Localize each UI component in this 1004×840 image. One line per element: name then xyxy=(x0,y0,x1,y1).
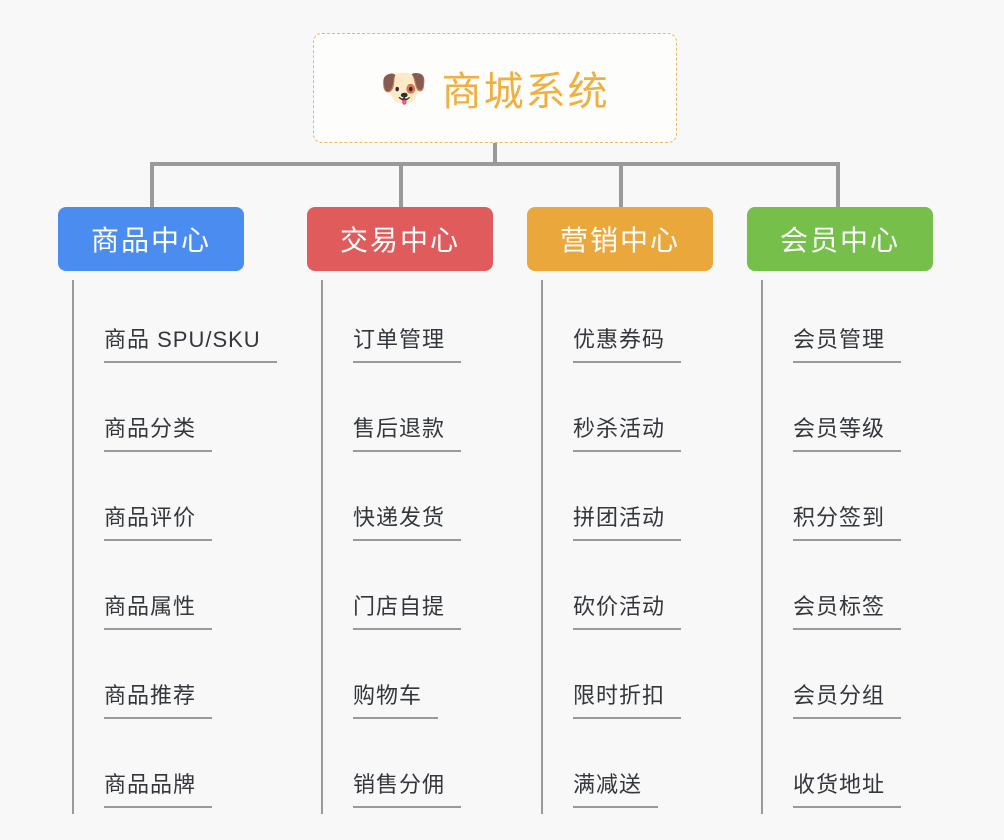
leaf-item-label: 销售分佣 xyxy=(353,767,462,808)
leaf-item[interactable]: 会员分组 xyxy=(763,636,933,725)
branch-header-label: 商品中心 xyxy=(90,225,211,256)
connector-drop-3 xyxy=(619,162,623,209)
leaf-item-label: 秒杀活动 xyxy=(573,411,682,452)
leaf-item-label: 商品属性 xyxy=(104,589,213,630)
leaf-item[interactable]: 快递发货 xyxy=(323,458,493,547)
leaf-item[interactable]: 订单管理 xyxy=(323,280,493,369)
leaf-list-marketing-center: 优惠券码秒杀活动拼团活动砍价活动限时折扣满减送 xyxy=(541,280,713,814)
leaf-item-label: 商品 SPU/SKU xyxy=(104,322,277,363)
leaf-item[interactable]: 商品评价 xyxy=(74,458,244,547)
connector-drop-2 xyxy=(399,162,403,209)
leaf-item[interactable]: 商品分类 xyxy=(74,369,244,458)
connector-drop-1 xyxy=(150,162,154,209)
leaf-item[interactable]: 会员等级 xyxy=(763,369,933,458)
leaf-item[interactable]: 砍价活动 xyxy=(543,547,713,636)
leaf-item-label: 会员等级 xyxy=(793,411,902,452)
leaf-item-label: 会员分组 xyxy=(793,678,902,719)
leaf-item[interactable]: 商品推荐 xyxy=(74,636,244,725)
leaf-item-label: 门店自提 xyxy=(353,589,462,630)
leaf-item-label: 满减送 xyxy=(573,767,659,808)
leaf-item[interactable]: 秒杀活动 xyxy=(543,369,713,458)
leaf-item[interactable]: 商品 SPU/SKU xyxy=(74,280,277,369)
branch-header-product-center[interactable]: 商品中心 xyxy=(58,207,244,271)
leaf-item[interactable]: 售后退款 xyxy=(323,369,493,458)
leaf-list-product-center: 商品 SPU/SKU 商品分类商品评价商品属性商品推荐商品品牌 xyxy=(72,280,277,814)
leaf-item-label: 优惠券码 xyxy=(573,322,682,363)
connector-drop-4 xyxy=(836,162,840,209)
leaf-item-label: 快递发货 xyxy=(353,500,462,541)
leaf-item-label: 商品分类 xyxy=(104,411,213,452)
leaf-item[interactable]: 会员管理 xyxy=(763,280,933,369)
leaf-item-label: 收货地址 xyxy=(793,767,902,808)
branch-header-trade-center[interactable]: 交易中心 xyxy=(307,207,493,271)
leaf-item-label: 限时折扣 xyxy=(573,678,682,719)
leaf-item[interactable]: 满减送 xyxy=(543,725,713,814)
leaf-item-label: 会员管理 xyxy=(793,322,902,363)
leaf-item-label: 拼团活动 xyxy=(573,500,682,541)
branch-header-label: 会员中心 xyxy=(779,225,900,256)
branch-header-marketing-center[interactable]: 营销中心 xyxy=(527,207,713,271)
leaf-item[interactable]: 会员标签 xyxy=(763,547,933,636)
leaf-item[interactable]: 商品属性 xyxy=(74,547,244,636)
branch-trade-center: 交易中心订单管理售后退款快递发货门店自提购物车销售分佣 xyxy=(307,207,493,814)
branch-product-center: 商品中心商品 SPU/SKU 商品分类商品评价商品属性商品推荐商品品牌 xyxy=(58,207,277,814)
branch-member-center: 会员中心会员管理会员等级积分签到会员标签会员分组收货地址 xyxy=(747,207,933,814)
leaf-list-trade-center: 订单管理售后退款快递发货门店自提购物车销售分佣 xyxy=(321,280,493,814)
leaf-item-label: 售后退款 xyxy=(353,411,462,452)
leaf-item[interactable]: 购物车 xyxy=(323,636,493,725)
root-title: 商城系统 xyxy=(441,70,610,114)
leaf-item-label: 购物车 xyxy=(353,678,439,719)
branch-header-member-center[interactable]: 会员中心 xyxy=(747,207,933,271)
leaf-item[interactable]: 优惠券码 xyxy=(543,280,713,369)
leaf-item[interactable]: 积分签到 xyxy=(763,458,933,547)
leaf-item-label: 商品推荐 xyxy=(104,678,213,719)
leaf-item[interactable]: 销售分佣 xyxy=(323,725,493,814)
leaf-item[interactable]: 收货地址 xyxy=(763,725,933,814)
leaf-item-label: 商品品牌 xyxy=(104,767,213,808)
leaf-item[interactable]: 商品品牌 xyxy=(74,725,244,814)
connector-horizontal-bus xyxy=(150,162,840,166)
leaf-item[interactable]: 门店自提 xyxy=(323,547,493,636)
leaf-item-label: 积分签到 xyxy=(793,500,902,541)
branch-header-label: 营销中心 xyxy=(559,225,680,256)
leaf-item[interactable]: 限时折扣 xyxy=(543,636,713,725)
leaf-item-label: 商品评价 xyxy=(104,500,213,541)
leaf-item-label: 会员标签 xyxy=(793,589,902,630)
branch-header-label: 交易中心 xyxy=(339,225,460,256)
root-node[interactable]: 🐶 商城系统 xyxy=(313,33,677,143)
leaf-item-label: 订单管理 xyxy=(353,322,462,363)
leaf-item[interactable]: 拼团活动 xyxy=(543,458,713,547)
connector-root-stem xyxy=(493,143,497,164)
branch-marketing-center: 营销中心优惠券码秒杀活动拼团活动砍价活动限时折扣满减送 xyxy=(527,207,713,814)
leaf-list-member-center: 会员管理会员等级积分签到会员标签会员分组收货地址 xyxy=(761,280,933,814)
dog-face-icon: 🐶 xyxy=(380,66,428,110)
leaf-item-label: 砍价活动 xyxy=(573,589,682,630)
